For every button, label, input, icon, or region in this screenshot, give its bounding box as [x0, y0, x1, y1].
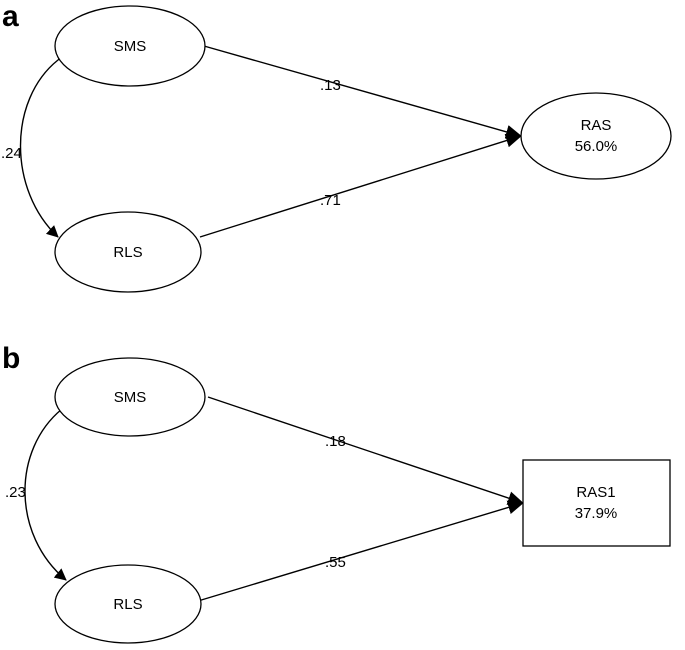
path-coef-sms-ras1: .18: [325, 433, 346, 450]
panel-letter-b: b: [2, 342, 20, 375]
node-sms-a: [54, 5, 206, 87]
node-label-rls-a: RLS: [113, 244, 142, 261]
panel-letter-a: a: [2, 0, 19, 33]
node-rls-a: [54, 211, 202, 293]
path-coef-sms-ras: .13: [320, 77, 341, 94]
correlation-label-b: .23: [5, 484, 26, 501]
path-arrow-rls-ras1: [197, 500, 524, 602]
path-coef-rls-ras1: .55: [325, 554, 346, 571]
correlation-arrow-b: [24, 397, 75, 581]
path-arrow-rls-ras: [199, 133, 522, 238]
node-ras1-b: [522, 459, 671, 547]
node-label-ras-a: RAS: [581, 117, 612, 134]
node-label-rls-b: RLS: [113, 596, 142, 613]
path-arrow-sms-ras: [203, 45, 522, 139]
path-arrow-sms-ras1: [207, 396, 524, 505]
panel-b: b SMS RLS RAS1 37.9% .23 .18 .55: [2, 342, 671, 644]
correlation-label-a: .24: [1, 145, 22, 162]
panel-a: a SMS RLS RAS 56.0% .24 .13 .71: [1, 0, 672, 293]
path-coef-rls-ras: .71: [320, 192, 341, 209]
node-label-ras1-b: RAS1: [576, 484, 615, 501]
node-sms-b: [54, 357, 206, 437]
node-value-ras1-b: 37.9%: [575, 505, 618, 522]
node-label-sms-a: SMS: [114, 38, 147, 55]
node-label-sms-b: SMS: [114, 389, 147, 406]
node-rls-b: [54, 564, 202, 644]
node-ras-a: [520, 92, 672, 180]
correlation-arrow-a: [19, 48, 71, 238]
node-value-ras-a: 56.0%: [575, 138, 618, 155]
